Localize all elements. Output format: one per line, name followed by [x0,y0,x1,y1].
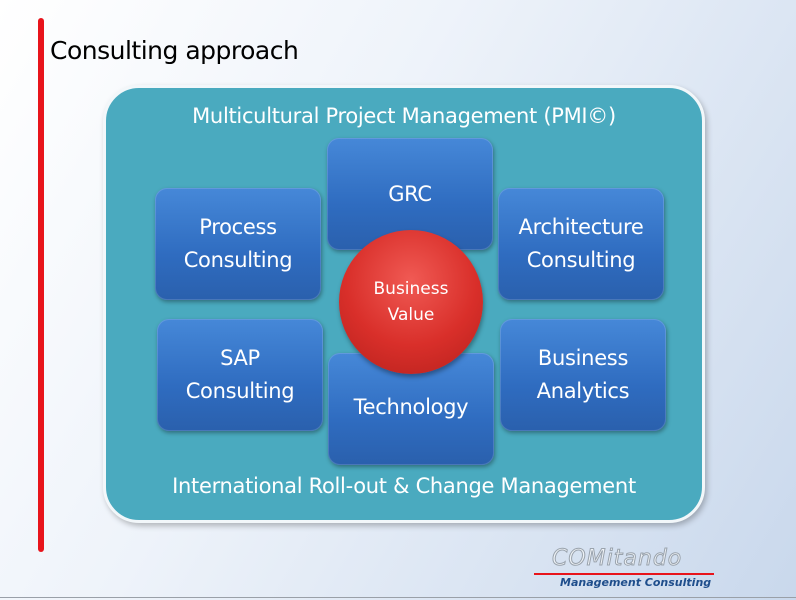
slide-title: Consulting approach [50,36,299,65]
bottom-label: International Roll-out & Change Manageme… [172,474,636,498]
accent-bar [38,18,44,552]
logo-wordmark: COMitando [551,546,683,572]
logo-tagline: Management Consulting [560,576,712,589]
top-label: Multicultural Project Management (PMI©) [192,104,616,128]
logo-underline [534,573,714,575]
footer-divider [0,597,796,598]
company-logo: COMitando Management Consulting [534,546,718,592]
